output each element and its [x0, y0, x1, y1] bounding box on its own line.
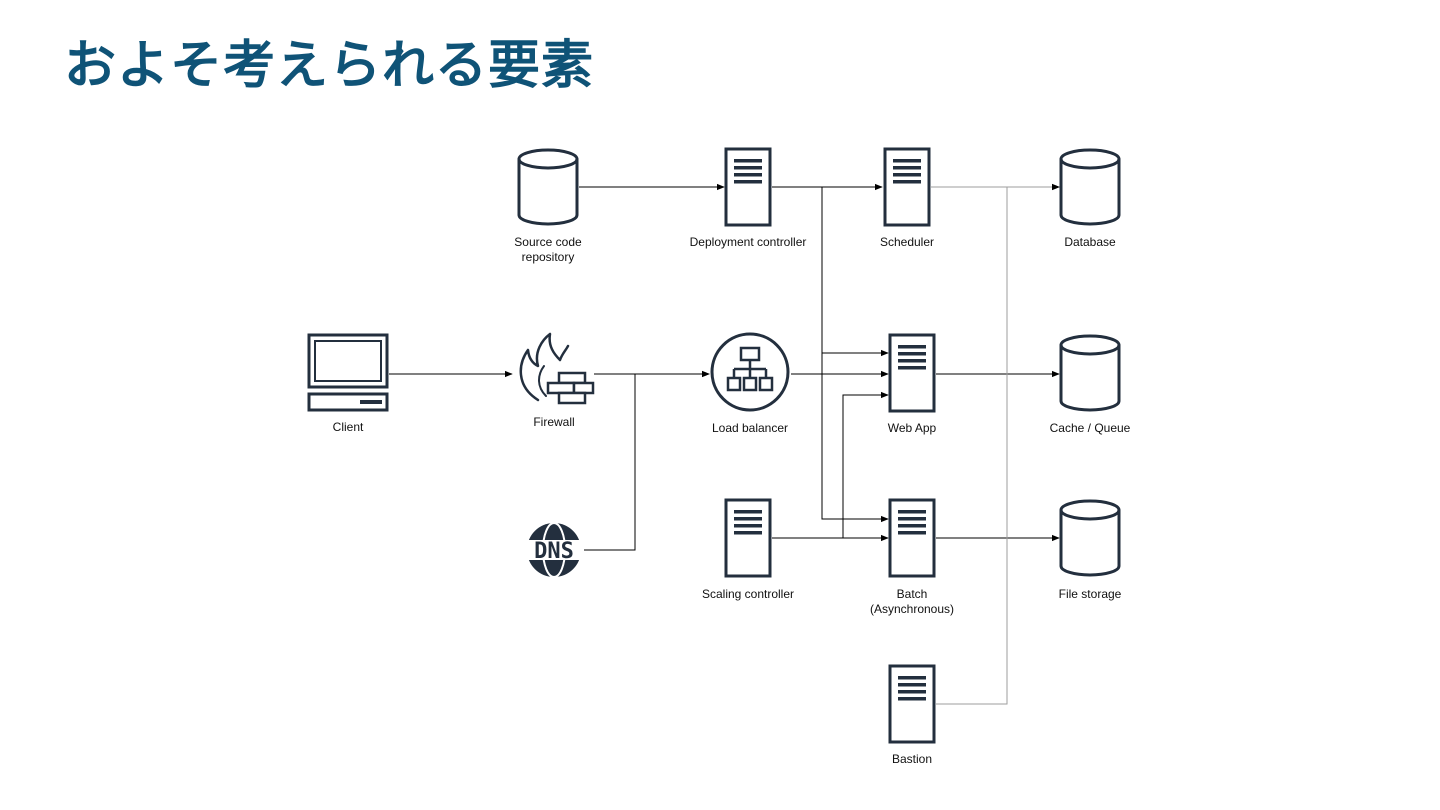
node-label-source: Source code repository [514, 235, 582, 264]
server-icon [888, 333, 936, 413]
desktop-computer-icon [307, 333, 389, 412]
node-label-scaling: Scaling controller [701, 587, 795, 601]
nodes: DNS [307, 147, 1121, 744]
node-label-lb: Load balancer [711, 421, 789, 435]
node-label-deploy: Deployment controller [689, 235, 807, 249]
svg-text:DNS: DNS [534, 539, 574, 564]
database-cylinder-icon [517, 148, 579, 226]
dns-globe-icon: DNS [524, 522, 584, 578]
connector-deploy-to-webapp [821, 187, 889, 357]
connectors [389, 183, 1060, 705]
server-icon [888, 498, 936, 578]
database-cylinder-icon [1059, 334, 1121, 412]
server-icon [724, 147, 772, 227]
database-cylinder-icon [1059, 499, 1121, 577]
node-label-bastion: Bastion [891, 752, 933, 766]
connector-dns-to-lb [580, 370, 710, 551]
node-label-cache: Cache / Queue [1049, 421, 1131, 435]
page-title: およそ考えられる要素 [64, 36, 595, 96]
load-balancer-icon [710, 332, 790, 412]
database-cylinder-icon [1059, 148, 1121, 226]
node-label-batch: Batch (Asynchronous) [869, 587, 955, 616]
node-label-database: Database [1064, 235, 1116, 249]
firewall-icon [519, 332, 595, 405]
server-icon [883, 147, 931, 227]
server-icon [724, 498, 772, 578]
node-label-scheduler: Scheduler [879, 235, 935, 249]
node-label-storage: File storage [1058, 587, 1122, 601]
connector-bastion-to-database [936, 183, 1060, 705]
node-label-client: Client [332, 420, 364, 434]
node-label-firewall: Firewall [533, 415, 575, 429]
node-label-webapp: Web App [887, 421, 937, 435]
server-icon [888, 664, 936, 744]
connector-deploy-to-batch [821, 353, 889, 523]
connector-scaling-to-webapp [772, 391, 889, 539]
